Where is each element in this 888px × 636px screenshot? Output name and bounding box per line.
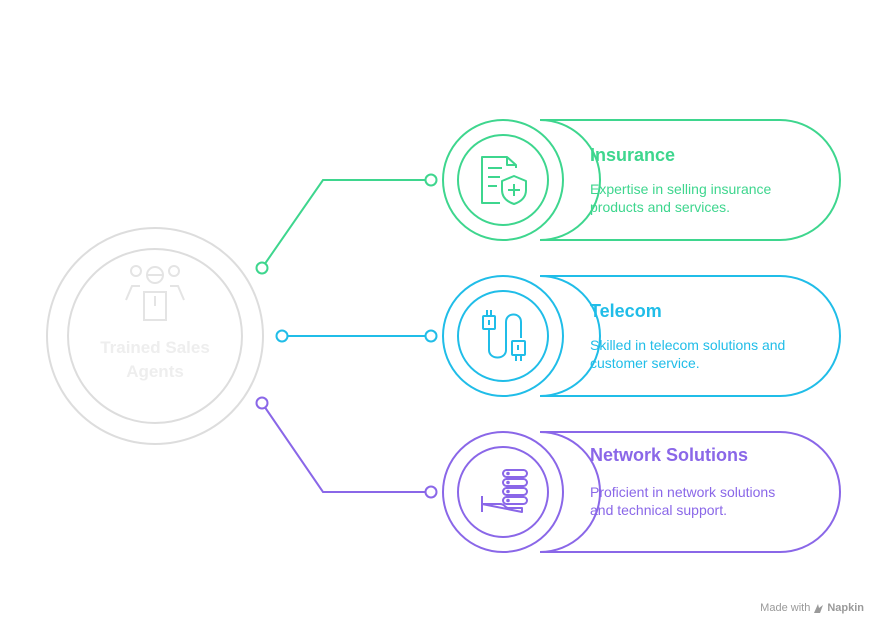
napkin-brand: Napkin: [827, 602, 864, 614]
insurance-title: Insurance: [590, 145, 676, 165]
napkin-logo-icon: [814, 603, 824, 613]
server-stack-icon: [481, 469, 528, 513]
connector-network: [255, 396, 438, 499]
cable-connector-icon: [482, 310, 526, 361]
made-with-label: Made with: [760, 602, 811, 614]
insurance-description: Expertise in selling insurance products …: [590, 181, 772, 215]
connector-telecom: [275, 329, 438, 343]
card-network-solutions: [442, 431, 841, 553]
hub-node: [46, 227, 264, 445]
network-solutions-title: Network Solutions: [590, 445, 749, 465]
network-solutions-description: Proficient in network solutions and tech…: [590, 484, 776, 518]
connector-insurance: [255, 173, 438, 275]
card-insurance: [442, 119, 841, 241]
telecom-description: Skilled in telecom solutions and custome…: [590, 337, 786, 371]
team-icon: [125, 265, 185, 321]
card-telecom: [442, 275, 841, 397]
hub-label: Trained Sales Agents: [100, 338, 210, 381]
telecom-title: Telecom: [590, 301, 662, 321]
napkin-watermark[interactable]: Made with Napkin: [760, 602, 864, 614]
insurance-document-shield-icon: [481, 156, 527, 205]
